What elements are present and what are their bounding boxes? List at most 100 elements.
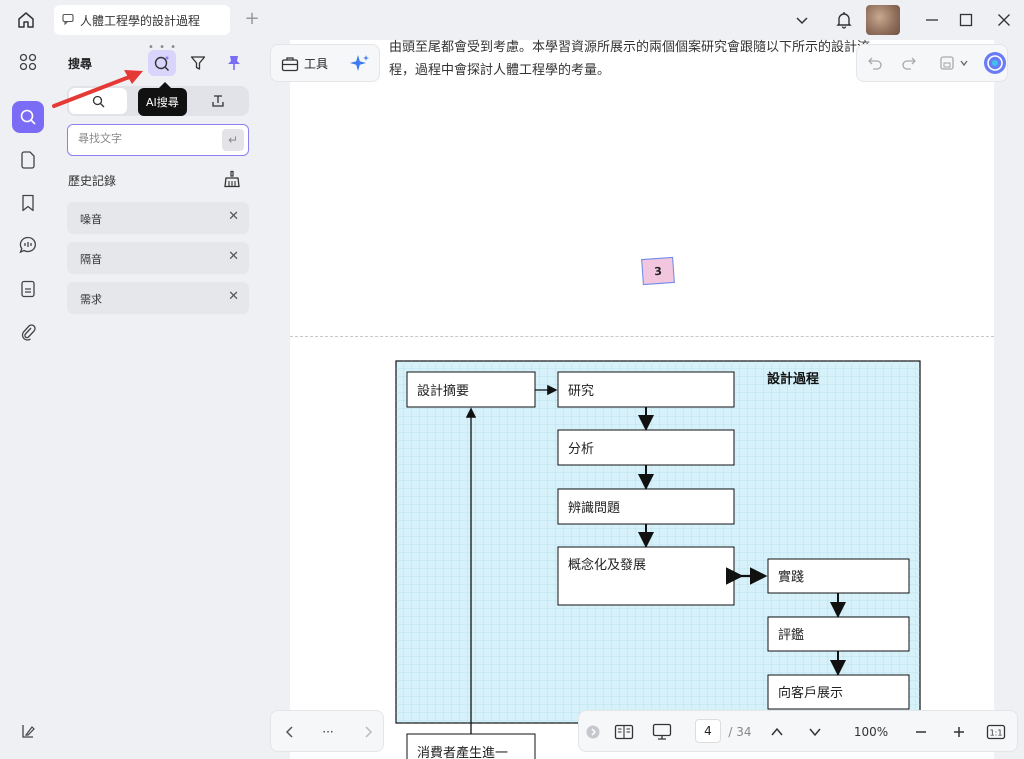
flow-box <box>767 558 910 594</box>
attachment-icon[interactable] <box>12 316 44 348</box>
flow-box <box>406 733 536 759</box>
flow-box-label: 辨識問題 <box>568 501 620 516</box>
tools-button[interactable]: 工具 <box>281 55 328 72</box>
remove-icon[interactable]: ✕ <box>228 289 239 304</box>
ai-search-tooltip: AI搜尋 <box>138 82 187 116</box>
undo-icon[interactable] <box>867 55 883 74</box>
flow-box <box>406 371 536 408</box>
document-area: 由頭至尾都會受到考慮。本學習資源所展示的兩個個案研究會跟隨以下所示的設計流 程，… <box>264 40 1024 759</box>
page-number-input[interactable]: 4 <box>695 719 721 743</box>
home-icon[interactable] <box>14 9 38 31</box>
flow-box <box>557 429 735 466</box>
bookmark-icon[interactable] <box>12 187 44 219</box>
ai-assistant-icon[interactable] <box>983 51 1009 77</box>
diagram-title: 設計過程 <box>767 371 819 387</box>
close-icon[interactable] <box>992 8 1016 32</box>
flow-box <box>767 674 910 710</box>
title-bar: 人體工程學的設計過程 + <box>0 0 1024 40</box>
more-button[interactable]: ··· <box>322 725 334 739</box>
flow-box-label: 實踐 <box>778 569 804 585</box>
filter-icon[interactable] <box>184 50 212 76</box>
search-input[interactable] <box>78 132 218 145</box>
zoom-out-icon[interactable] <box>911 721 931 743</box>
whole-word-icon <box>212 95 224 107</box>
svg-text:1:1: 1:1 <box>990 729 1003 738</box>
remove-icon[interactable]: ✕ <box>228 249 239 264</box>
history-item-text: 隔音 <box>80 253 102 266</box>
text-line: 由頭至尾都會受到考慮。本學習資源所展示的兩個個案研究會跟隨以下所示的設計流 <box>389 40 871 55</box>
bottom-toolbar: 4 / 34 100% 1:1 <box>578 710 1018 752</box>
flow-box <box>557 546 735 606</box>
page-divider <box>290 336 994 337</box>
flow-box-label: 評鑑 <box>778 627 804 643</box>
history-item-text: 需求 <box>80 293 102 306</box>
flow-box-label: 消費者產生進一 <box>417 745 508 759</box>
search-icon <box>92 95 104 107</box>
save-icon <box>940 56 954 70</box>
minimize-icon[interactable] <box>920 8 944 32</box>
whole-word-mode[interactable] <box>189 88 247 114</box>
pin-icon[interactable] <box>220 50 248 76</box>
chevron-left-icon[interactable] <box>281 721 299 743</box>
chevron-down-icon[interactable] <box>790 8 814 32</box>
history-item[interactable]: 噪音 ✕ <box>67 202 249 234</box>
chevron-right-icon[interactable] <box>359 721 377 743</box>
zoom-level[interactable]: 100% <box>853 725 889 739</box>
search-icon[interactable] <box>12 101 44 133</box>
collapse-icon[interactable] <box>585 721 601 743</box>
tools-toolbar: 工具 <box>270 44 380 82</box>
document-icon[interactable] <box>12 273 44 305</box>
maximize-icon[interactable] <box>954 8 978 32</box>
page-icon[interactable] <box>12 144 44 176</box>
history-item[interactable]: 隔音 ✕ <box>67 242 249 274</box>
panel-title: 搜尋 <box>68 57 93 71</box>
flow-box-label: 研究 <box>568 384 594 399</box>
broom-icon[interactable] <box>220 167 244 191</box>
document-page: 由頭至尾都會受到考慮。本學習資源所展示的兩個個案研究會跟隨以下所示的設計流 程，… <box>290 40 994 759</box>
document-tab[interactable]: 人體工程學的設計過程 <box>54 5 230 35</box>
page-up-icon[interactable] <box>767 721 787 743</box>
history-item-text: 噪音 <box>80 213 102 226</box>
apps-icon[interactable] <box>12 46 44 78</box>
flow-box <box>557 488 735 525</box>
search-field[interactable]: ↵ <box>67 124 249 156</box>
text-search-mode[interactable] <box>69 88 127 114</box>
remove-icon[interactable]: ✕ <box>228 209 239 224</box>
new-tab-button[interactable]: + <box>244 8 260 29</box>
flow-box-label: 概念化及發展 <box>568 557 646 573</box>
left-icon-rail <box>0 40 56 759</box>
search-panel: • • • 搜尋 ↵ 歷史記錄 噪音 ✕ 隔音 ✕ 需求 ✕ <box>56 40 264 759</box>
toolbox-icon <box>281 56 299 71</box>
enter-icon[interactable]: ↵ <box>222 129 244 151</box>
avatar[interactable] <box>866 5 900 35</box>
book-view-icon[interactable] <box>613 721 635 743</box>
flow-box <box>767 616 910 652</box>
comment-icon <box>62 13 74 28</box>
page-down-icon[interactable] <box>805 721 825 743</box>
flow-box-label: 分析 <box>568 442 594 457</box>
save-button[interactable] <box>939 55 969 71</box>
presentation-icon[interactable] <box>651 721 673 743</box>
history-label: 歷史記錄 <box>68 174 117 188</box>
flow-box-label: 設計摘要 <box>417 383 469 399</box>
page-nav-left: ··· <box>270 710 384 752</box>
drag-handle[interactable]: • • • <box>148 42 178 53</box>
chevron-down-icon <box>960 60 968 67</box>
text-line: 程，過程中會探討人體工程學的考量。 <box>389 63 611 78</box>
tools-label: 工具 <box>304 57 329 71</box>
document-text: 由頭至尾都會受到考慮。本學習資源所展示的兩個個案研究會跟隨以下所示的設計流 程，… <box>389 36 949 82</box>
layers-icon[interactable] <box>12 715 44 747</box>
chat-icon[interactable] <box>12 229 44 261</box>
history-item[interactable]: 需求 ✕ <box>67 282 249 314</box>
bell-icon[interactable] <box>832 8 856 32</box>
flow-box-label: 向客戶展示 <box>778 685 843 701</box>
ai-sparkle-icon[interactable] <box>349 53 371 78</box>
annotation-arrow <box>52 70 143 108</box>
page-number-marker: 3 <box>641 256 675 286</box>
actual-size-icon[interactable]: 1:1 <box>985 721 1007 743</box>
tab-title: 人體工程學的設計過程 <box>80 13 201 28</box>
redo-icon[interactable] <box>901 55 917 74</box>
design-process-diagram: 設計過程 設計摘要 研究 分析 辨識問題 概念化及發展 實踐 評鑑 向客戶展示 … <box>395 360 921 759</box>
zoom-in-icon[interactable] <box>949 721 969 743</box>
ai-search-icon[interactable] <box>148 50 176 76</box>
